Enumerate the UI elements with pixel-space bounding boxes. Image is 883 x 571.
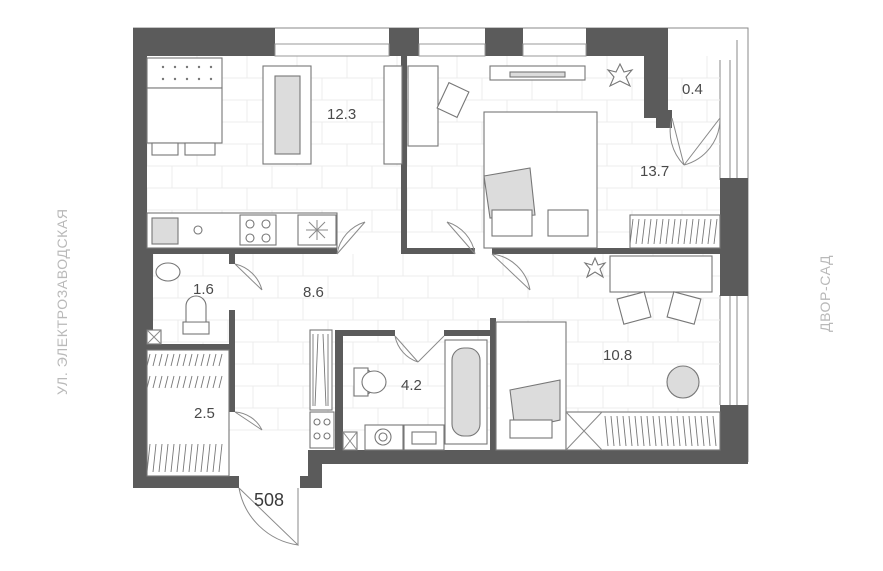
outer-outline: [133, 27, 749, 462]
room-area-closet: 2.5: [194, 405, 215, 422]
furniture-kitchen: [146, 57, 470, 249]
room-area-room-2: 10.8: [603, 347, 632, 364]
apartment-number: 508: [254, 490, 284, 510]
furniture-bath: [146, 262, 717, 477]
room-area-bathroom: 4.2: [401, 377, 422, 394]
room-area-balcony: 0.4: [682, 81, 703, 98]
room-area-kitchen-living: 12.3: [327, 106, 356, 123]
room-area-toilet: 1.6: [193, 281, 214, 298]
room-area-hallway: 8.6: [303, 284, 324, 301]
room-labels: 12.3 13.7 0.4 1.6 8.6 4.2 10.8 2.5 508: [193, 81, 703, 510]
room-area-bedroom: 13.7: [640, 163, 669, 180]
furniture-bedroom: [483, 62, 721, 249]
street-label-right: ДВОР-САД: [817, 255, 833, 332]
street-label-left: УЛ. ЭЛЕКТРОЗАВОДСКАЯ: [54, 208, 70, 395]
doors: [234, 117, 721, 547]
walls: [133, 28, 748, 488]
furniture-room: [495, 255, 721, 451]
